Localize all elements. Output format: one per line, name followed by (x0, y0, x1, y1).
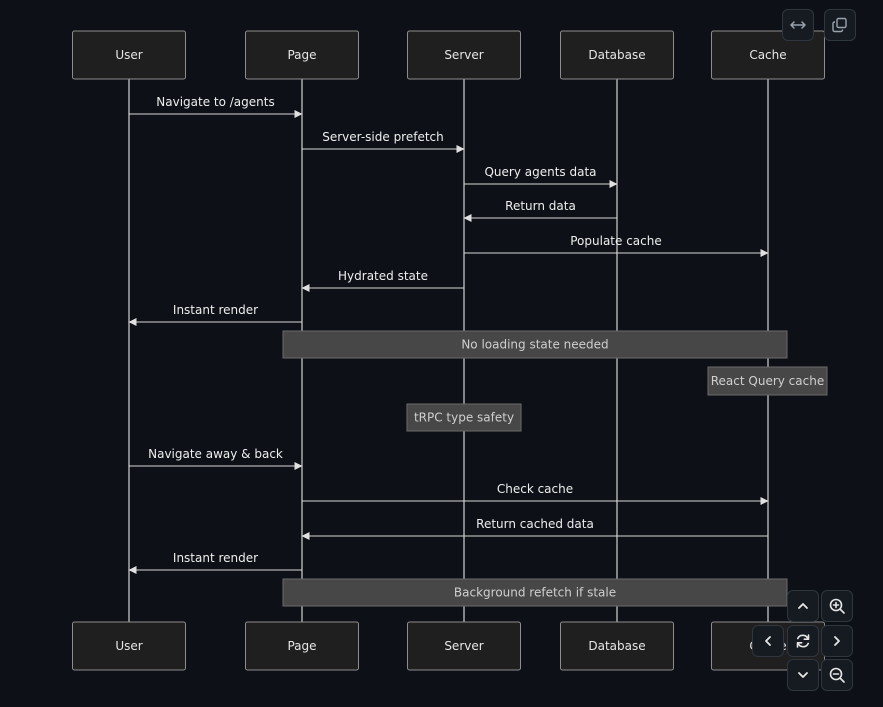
note-text: React Query cache (711, 374, 824, 388)
message-return-cached-data: Return cached data (301, 517, 768, 540)
actor-label: Database (588, 48, 645, 62)
actor-label: User (115, 48, 142, 62)
actor-box (72, 621, 186, 671)
pan-right-button[interactable] (821, 625, 853, 657)
zoom-in-icon (829, 598, 845, 614)
message-navigate-to-agents: Navigate to /agents (129, 95, 303, 118)
actor-box (72, 30, 186, 80)
note-text: No loading state needed (461, 338, 608, 352)
actor-label: Cache (749, 48, 786, 62)
actor-label: Database (588, 639, 645, 653)
note-react-query-cache: React Query cache (707, 366, 828, 396)
message-label: Server-side prefetch (322, 130, 444, 144)
actor-server-top: Server (407, 30, 521, 80)
message-label: Hydrated state (338, 269, 428, 283)
actor-box (711, 30, 825, 80)
message-return-data: Return data (463, 199, 617, 222)
actor-box (407, 30, 521, 80)
actor-page-top: Page (245, 30, 359, 80)
message-label: Return cached data (476, 517, 594, 531)
note-text: tRPC type safety (414, 411, 514, 425)
note-box (406, 403, 522, 432)
actor-page-bottom: Page (245, 621, 359, 671)
message-label: Return data (505, 199, 576, 213)
actor-label: Server (444, 48, 483, 62)
message-label: Instant render (173, 551, 258, 565)
message-hydrated-state: Hydrated state (301, 269, 464, 292)
reset-icon (796, 634, 810, 648)
pan-up-button[interactable] (787, 590, 819, 622)
message-instant-render: Instant render (128, 303, 302, 326)
pan-down-button[interactable] (787, 659, 819, 691)
chevron-right-icon (834, 636, 840, 646)
message-label: Check cache (497, 482, 573, 496)
arrows-horizontal-icon (790, 21, 806, 29)
note-no-loading-state-needed: No loading state needed (282, 330, 788, 359)
zoom-in-button[interactable] (821, 590, 853, 622)
message-server-side-prefetch: Server-side prefetch (302, 130, 465, 153)
message-label: Navigate to /agents (156, 95, 274, 109)
actor-label: Server (444, 639, 483, 653)
chevron-down-icon (798, 672, 808, 678)
actor-user-bottom: User (72, 621, 186, 671)
actor-box (245, 621, 359, 671)
actor-box (407, 621, 521, 671)
message-label: Instant render (173, 303, 258, 317)
actor-box (245, 30, 359, 80)
message-populate-cache: Populate cache (464, 234, 769, 257)
message-label: Navigate away & back (148, 447, 283, 461)
message-check-cache: Check cache (302, 482, 769, 505)
chevron-up-icon (798, 603, 808, 609)
actor-cache-top: Cache (711, 30, 825, 80)
message-instant-render: Instant render (128, 551, 302, 574)
chevron-left-icon (765, 636, 771, 646)
pan-left-button[interactable] (752, 625, 784, 657)
copy-icon (832, 17, 847, 33)
actor-database-bottom: Database (560, 621, 674, 671)
actor-database-top: Database (560, 30, 674, 80)
message-label: Populate cache (570, 234, 662, 248)
reset-view-button[interactable] (787, 625, 819, 657)
zoom-out-button[interactable] (821, 659, 853, 691)
note-box (707, 366, 828, 396)
message-query-agents-data: Query agents data (464, 165, 618, 188)
actor-label: Page (287, 48, 316, 62)
actor-user-top: User (72, 30, 186, 80)
actor-server-bottom: Server (407, 621, 521, 671)
note-box (282, 330, 788, 359)
expand-width-button[interactable] (782, 9, 814, 41)
note-text: Background refetch if stale (454, 586, 616, 600)
actor-box (560, 30, 674, 80)
note-trpc-type-safety: tRPC type safety (406, 403, 522, 432)
zoom-out-icon (829, 667, 845, 683)
message-navigate-away-back: Navigate away & back (129, 447, 303, 470)
message-label: Query agents data (484, 165, 596, 179)
copy-button[interactable] (824, 9, 856, 41)
actor-label: User (115, 639, 142, 653)
note-background-refetch-if-stale: Background refetch if stale (282, 578, 788, 607)
actor-box (560, 621, 674, 671)
actor-label: Page (287, 639, 316, 653)
